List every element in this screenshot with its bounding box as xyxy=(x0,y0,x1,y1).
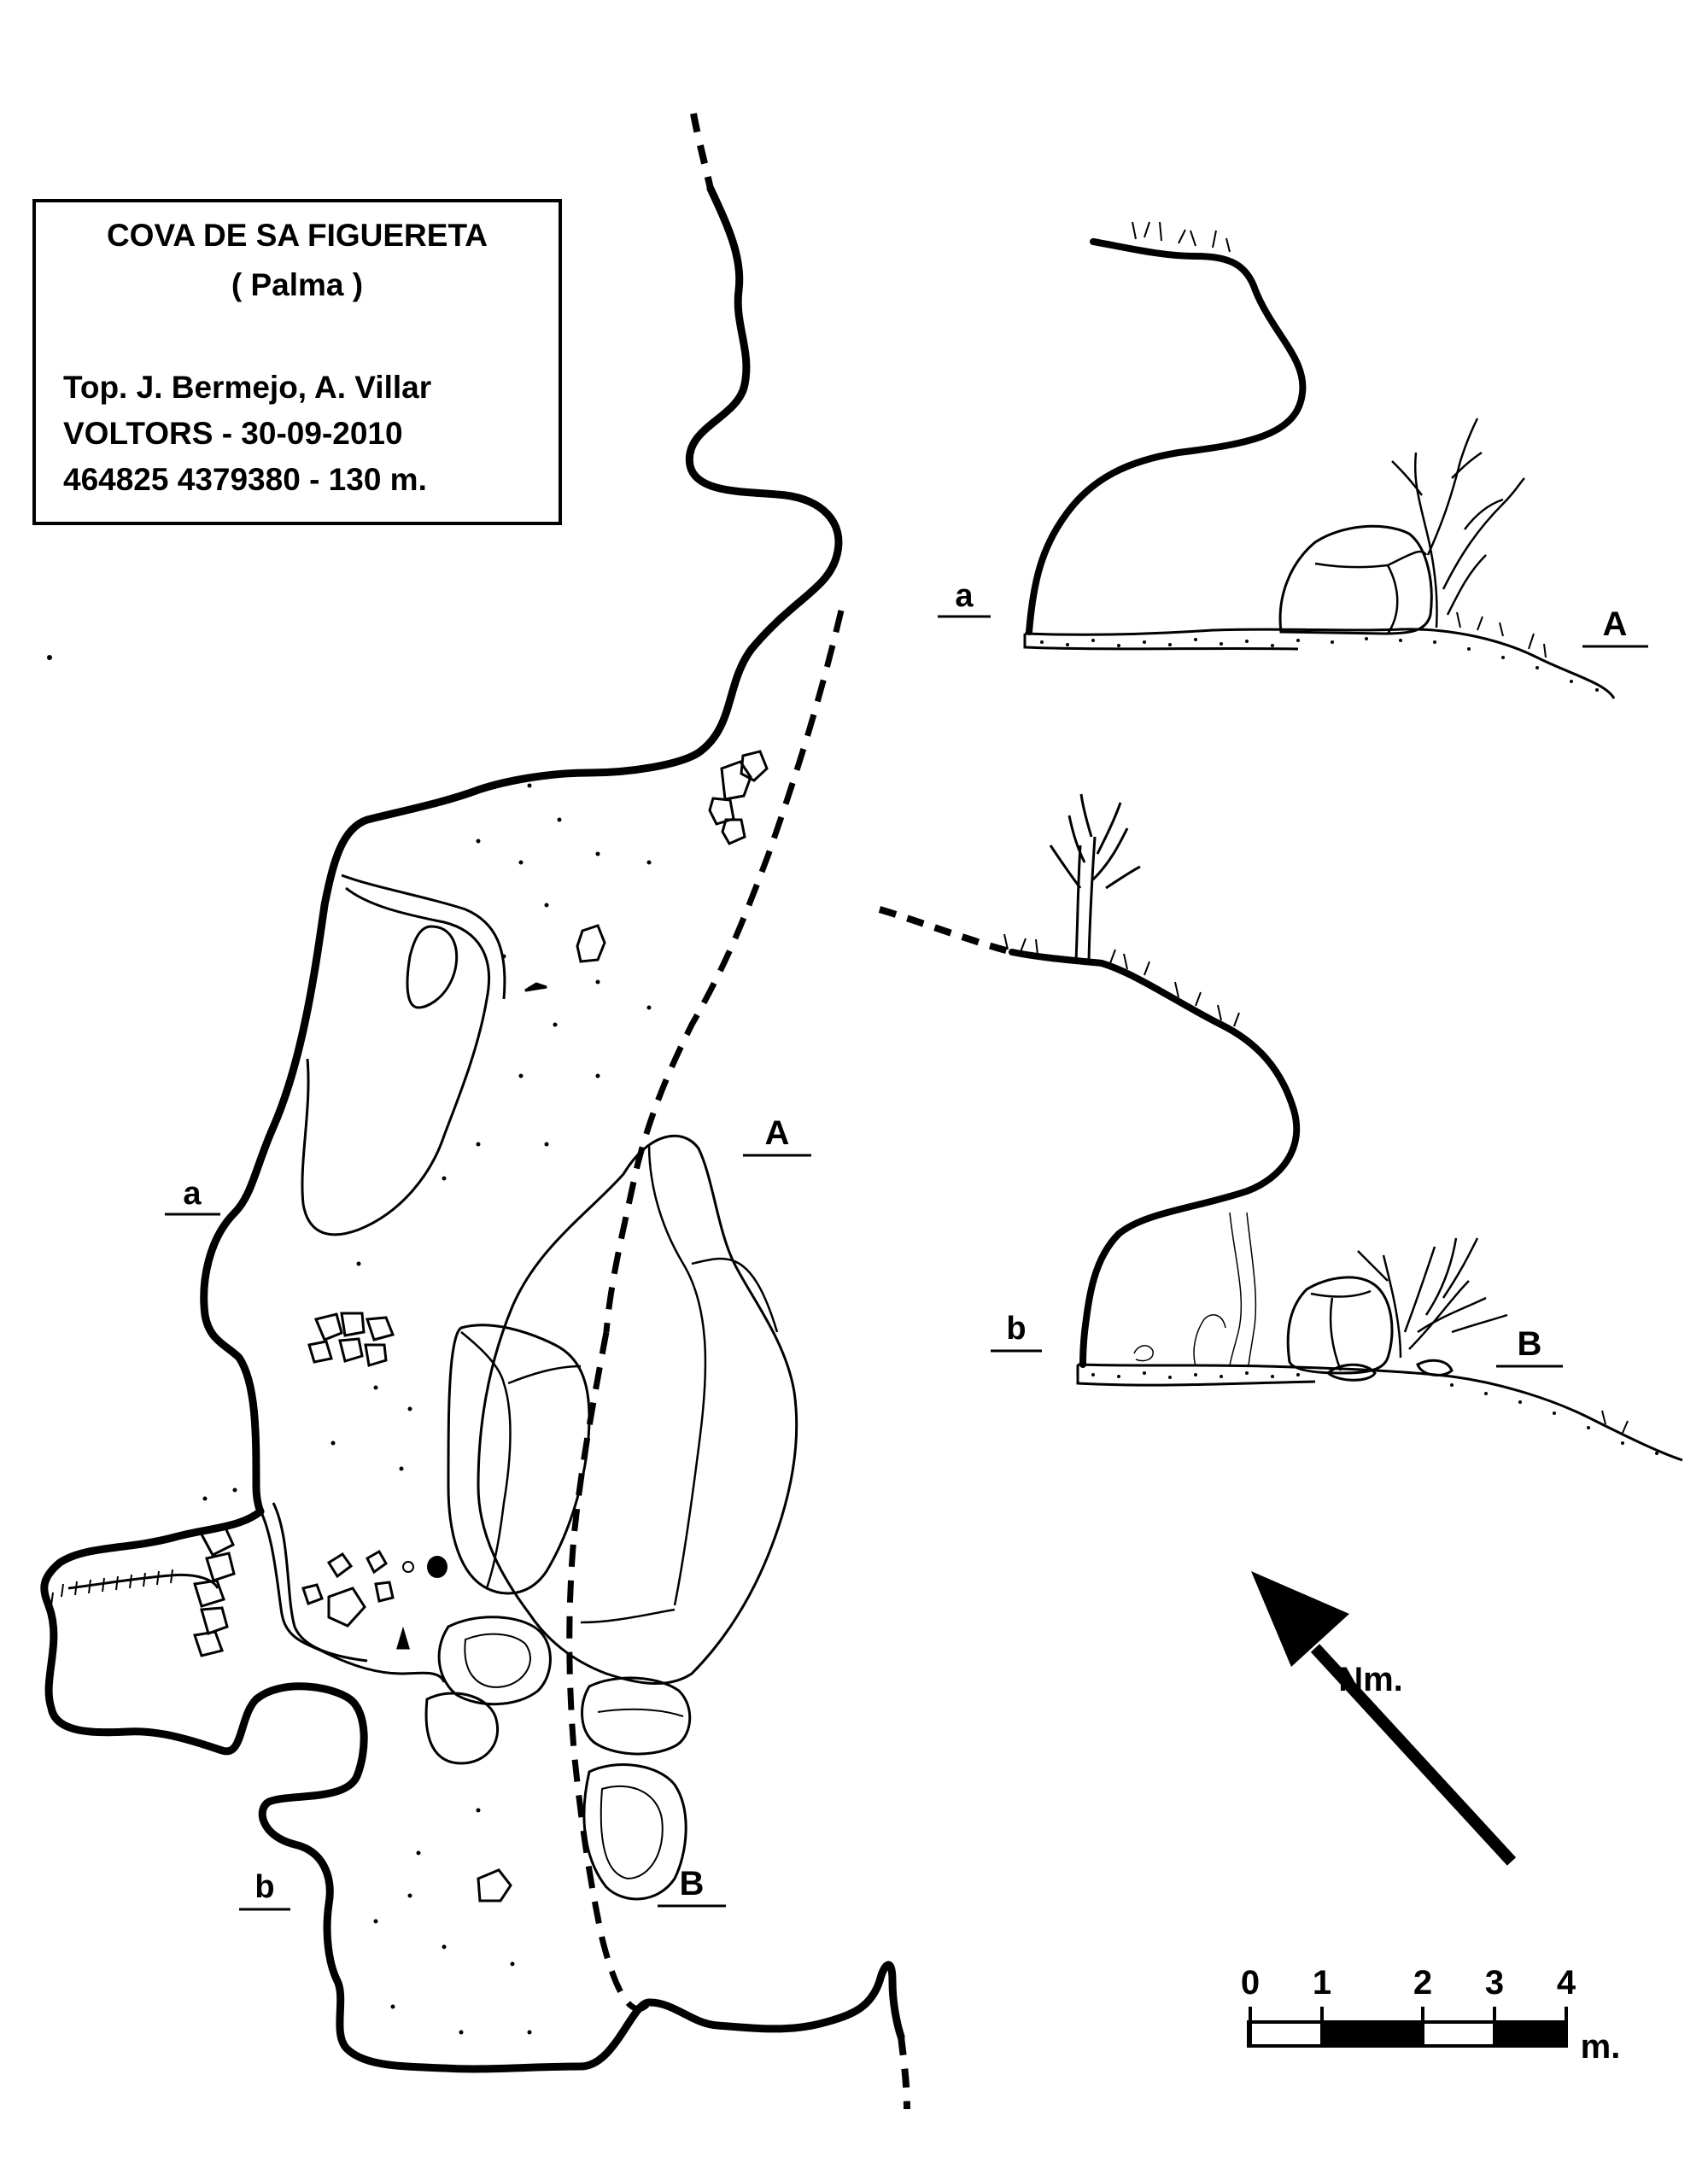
section-bB-shrub xyxy=(1357,1237,1508,1359)
section-line-A xyxy=(603,610,845,1333)
boulder-large-facet2 xyxy=(691,1257,779,1333)
section-aA-sediment xyxy=(1040,637,1599,692)
section-aA-grass xyxy=(1132,221,1547,658)
outline-continuation-bottom xyxy=(898,2036,910,2110)
title-box: COVA DE SA FIGUERETA ( Palma ) Top. J. B… xyxy=(32,199,562,525)
slope-arrow-2 xyxy=(395,1626,411,1650)
boulder-medium-facet2 xyxy=(507,1365,582,1385)
scale-seg-3 xyxy=(1494,2022,1566,2046)
north-arrow-label: Nm. xyxy=(1338,1661,1403,1698)
section-aA-floor xyxy=(1024,628,1616,699)
section-bB-small-rocks xyxy=(1325,1359,1454,1382)
section-bB-surface-dashed xyxy=(878,906,1014,956)
boulder-lower-2 xyxy=(424,1692,500,1765)
north-arrow-shaft xyxy=(1310,1644,1517,1866)
plan-label-A: A xyxy=(765,1114,790,1152)
section-bB-label-B: B xyxy=(1518,1325,1542,1363)
section-aA-boulder xyxy=(1278,524,1433,635)
section-bB-tree-top xyxy=(1049,793,1141,961)
block-single-2 xyxy=(477,1868,512,1902)
boulder-lower-3 xyxy=(581,1676,692,1756)
section-bB-boulder xyxy=(1286,1276,1394,1375)
block-cluster-top xyxy=(708,750,769,845)
pit-marker xyxy=(427,1556,447,1578)
block-cluster-mid xyxy=(307,1312,395,1367)
section-aA-profile xyxy=(1026,238,1307,635)
boulder-lower-4 xyxy=(582,1763,687,1901)
boulder-lower-3-inner xyxy=(597,1708,684,1717)
section-bB-grass xyxy=(1003,933,1629,1434)
scale-seg-1 xyxy=(1322,2022,1423,2046)
group-date: VOLTORS - 30-09-2010 xyxy=(63,416,403,451)
floor-dots xyxy=(47,655,652,2035)
section-bB-profile xyxy=(1009,949,1301,1368)
section-bB-boulder-facet xyxy=(1310,1289,1372,1371)
plan-label-b: b xyxy=(254,1869,274,1905)
scale-ticks xyxy=(1249,2007,1568,2048)
boulder-large xyxy=(477,1134,798,1685)
outline-continuation-top xyxy=(690,113,714,190)
ledge-left-lobe xyxy=(67,1573,219,1590)
plan-label-B: B xyxy=(680,1865,705,1902)
boulder-lower-1 xyxy=(437,1616,552,1706)
municipality: ( Palma ) xyxy=(231,267,364,302)
section-aA-boulder-facet xyxy=(1314,550,1428,634)
block-cluster-left xyxy=(193,1524,236,1657)
cave-outline-lower xyxy=(40,1507,905,2073)
section-bB-label-b: b xyxy=(1006,1311,1026,1347)
hatch-left xyxy=(50,1569,173,1606)
section-bB-floor xyxy=(1077,1363,1683,1462)
boulder-medium-facet xyxy=(460,1331,512,1589)
scale-tick-0: 0 xyxy=(1241,1964,1260,2002)
section-bB-sediment xyxy=(1091,1371,1658,1455)
section-aA-label-a: a xyxy=(955,578,974,614)
section-aA-label-A: A xyxy=(1603,605,1628,643)
small-marker xyxy=(402,1561,414,1573)
boulder-medium xyxy=(447,1324,591,1595)
ledge-lobe xyxy=(406,925,459,1009)
scale-tick-4: 4 xyxy=(1557,1964,1576,2002)
ledge-lower-inner xyxy=(272,1502,368,1663)
scale-unit: m. xyxy=(1581,2028,1621,2066)
section-bB-flowstone xyxy=(1133,1212,1257,1367)
coordinates: 464825 4379380 - 130 m. xyxy=(63,462,427,497)
section-bB-floor-base xyxy=(1076,1365,1316,1387)
north-arrow-head xyxy=(1251,1571,1349,1667)
block-cluster-center xyxy=(301,1549,395,1628)
ledge-upper-inner xyxy=(341,874,506,1000)
boulder-lower-1-inner xyxy=(464,1633,531,1688)
slope-arrow-1 xyxy=(524,982,547,992)
scale-tick-1: 1 xyxy=(1313,1964,1331,2002)
cave-name: COVA DE SA FIGUERETA xyxy=(106,218,488,253)
scale-bar: 0 1 2 3 4 m. xyxy=(1241,1964,1620,2066)
section-aA-shrub xyxy=(1391,418,1525,628)
plan-label-a: a xyxy=(183,1176,202,1212)
cave-outline-upper xyxy=(200,184,843,1516)
scale-tick-3: 3 xyxy=(1485,1964,1504,2002)
section-line-B xyxy=(566,1331,652,2012)
block-single-1 xyxy=(576,924,606,963)
ledge-lower xyxy=(254,1502,446,1683)
section-aA-floor-base xyxy=(1023,634,1299,651)
boulder-lower-4-inner xyxy=(600,1785,664,1880)
boulder-large-facet3 xyxy=(580,1608,676,1624)
topographers: Top. J. Bermejo, A. Villar xyxy=(63,370,432,405)
ledge-upper xyxy=(301,886,491,1236)
boulder-large-facet1 xyxy=(647,1143,707,1606)
scale-tick-2: 2 xyxy=(1413,1964,1432,2002)
